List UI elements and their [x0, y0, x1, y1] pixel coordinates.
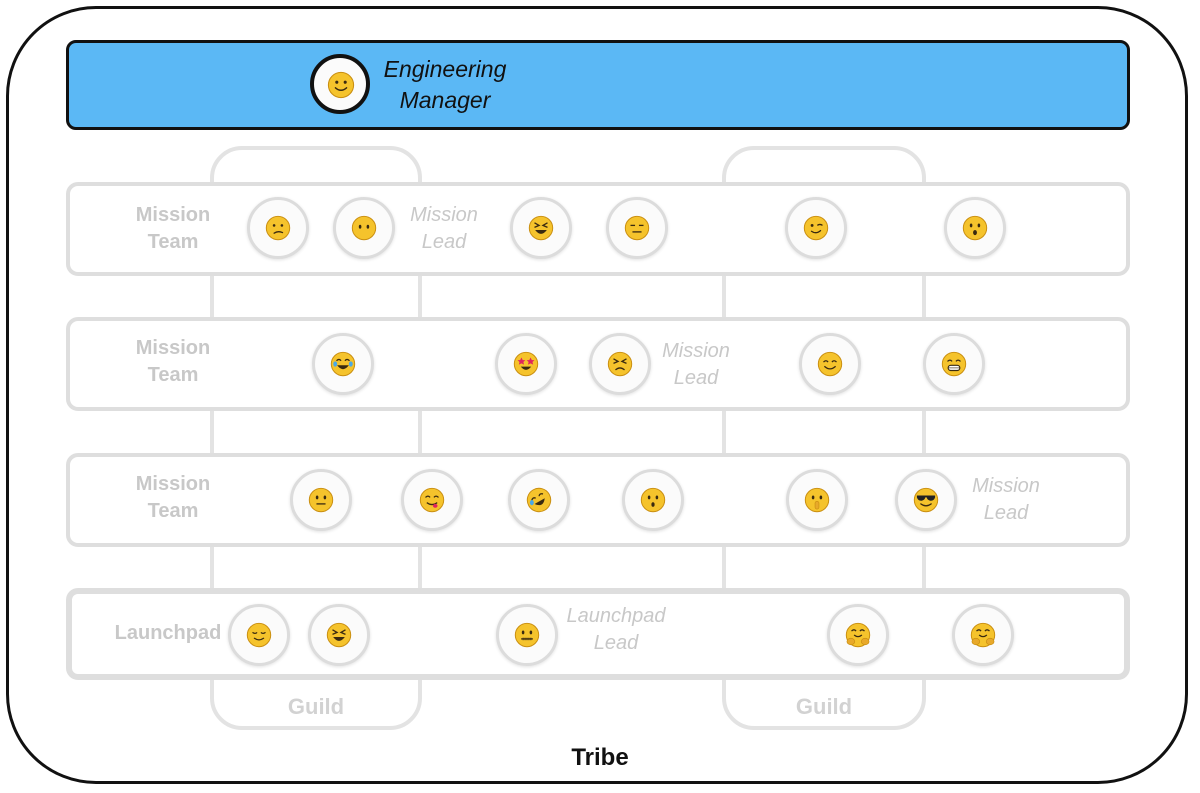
- laughing-face-icon: [326, 622, 352, 648]
- tears-of-joy-face-icon: [330, 351, 356, 377]
- lead-label: Mission Lead: [646, 338, 746, 392]
- yum-face-icon: [419, 487, 445, 513]
- member-avatar[interactable]: [401, 469, 463, 531]
- member-avatar[interactable]: [923, 333, 985, 395]
- team-label: Launchpad: [110, 620, 226, 647]
- lead-label-line2: Lead: [593, 632, 639, 654]
- manager-title: Engineering Manager: [380, 54, 510, 116]
- team-label: Mission Team: [118, 202, 228, 256]
- member-avatar[interactable]: [785, 197, 847, 259]
- team-label-line2: Team: [147, 231, 199, 253]
- team-label-line1: Mission: [135, 204, 211, 226]
- engineering-manager-bar: [66, 40, 1130, 130]
- team-label: Mission Team: [118, 335, 228, 389]
- shush-face-icon: [804, 487, 830, 513]
- tribe-label: Tribe: [571, 744, 629, 771]
- confused-face-icon: [265, 215, 291, 241]
- sunglasses-face-icon: [913, 487, 939, 513]
- lead-label-line2: Lead: [673, 367, 719, 389]
- lead-avatar[interactable]: [496, 604, 558, 666]
- team-label-line1: Launchpad: [114, 622, 222, 644]
- team-label-line1: Mission: [135, 337, 211, 359]
- relieved-face-icon: [246, 622, 272, 648]
- lead-label-line1: Launchpad: [566, 605, 666, 627]
- member-avatar[interactable]: [786, 469, 848, 531]
- member-avatar[interactable]: [247, 197, 309, 259]
- member-avatar[interactable]: [827, 604, 889, 666]
- member-avatar[interactable]: [495, 333, 557, 395]
- lead-label-line2: Lead: [421, 231, 467, 253]
- smile-face-icon: [327, 71, 355, 99]
- wink-face-icon: [803, 215, 829, 241]
- lead-label-line1: Mission: [410, 204, 478, 226]
- lead-avatar[interactable]: [589, 333, 651, 395]
- hug-face-icon: [970, 622, 996, 648]
- lead-label-line1: Mission: [972, 475, 1040, 497]
- grin-face-icon: [941, 351, 967, 377]
- blush-face-icon: [817, 351, 843, 377]
- manager-avatar[interactable]: [310, 54, 370, 114]
- team-label: Mission Team: [118, 471, 228, 525]
- member-avatar[interactable]: [799, 333, 861, 395]
- guild-label: Guild: [795, 694, 853, 719]
- member-avatar[interactable]: [952, 604, 1014, 666]
- lead-avatar[interactable]: [895, 469, 957, 531]
- member-avatar[interactable]: [333, 197, 395, 259]
- persevere-face-icon: [607, 351, 633, 377]
- hug-face-icon: [845, 622, 871, 648]
- lead-label-line2: Lead: [983, 502, 1029, 524]
- member-avatar[interactable]: [606, 197, 668, 259]
- manager-title-line1: Engineering: [383, 56, 507, 82]
- rofl-face-icon: [526, 487, 552, 513]
- member-avatar[interactable]: [944, 197, 1006, 259]
- expressionless-face-icon: [624, 215, 650, 241]
- member-avatar[interactable]: [308, 604, 370, 666]
- lead-label: Launchpad Lead: [554, 603, 678, 657]
- lead-label: Mission Lead: [956, 473, 1056, 527]
- team-label-line2: Team: [147, 500, 199, 522]
- lead-label-line1: Mission: [662, 340, 730, 362]
- blank-face-icon: [351, 215, 377, 241]
- guild-label: Guild: [287, 694, 345, 719]
- star-struck-face-icon: [513, 351, 539, 377]
- hushed-face-icon: [962, 215, 988, 241]
- member-avatar[interactable]: [508, 469, 570, 531]
- neutral-face-icon: [308, 487, 334, 513]
- member-avatar[interactable]: [622, 469, 684, 531]
- member-avatar[interactable]: [290, 469, 352, 531]
- squint-laugh-face-icon: [528, 215, 554, 241]
- lead-label: Mission Lead: [394, 202, 494, 256]
- team-label-line2: Team: [147, 364, 199, 386]
- manager-title-line2: Manager: [399, 87, 491, 113]
- member-avatar[interactable]: [312, 333, 374, 395]
- lead-avatar[interactable]: [510, 197, 572, 259]
- surprised-face-icon: [640, 487, 666, 513]
- team-label-line1: Mission: [135, 473, 211, 495]
- zipper-mouth-face-icon: [514, 622, 540, 648]
- member-avatar[interactable]: [228, 604, 290, 666]
